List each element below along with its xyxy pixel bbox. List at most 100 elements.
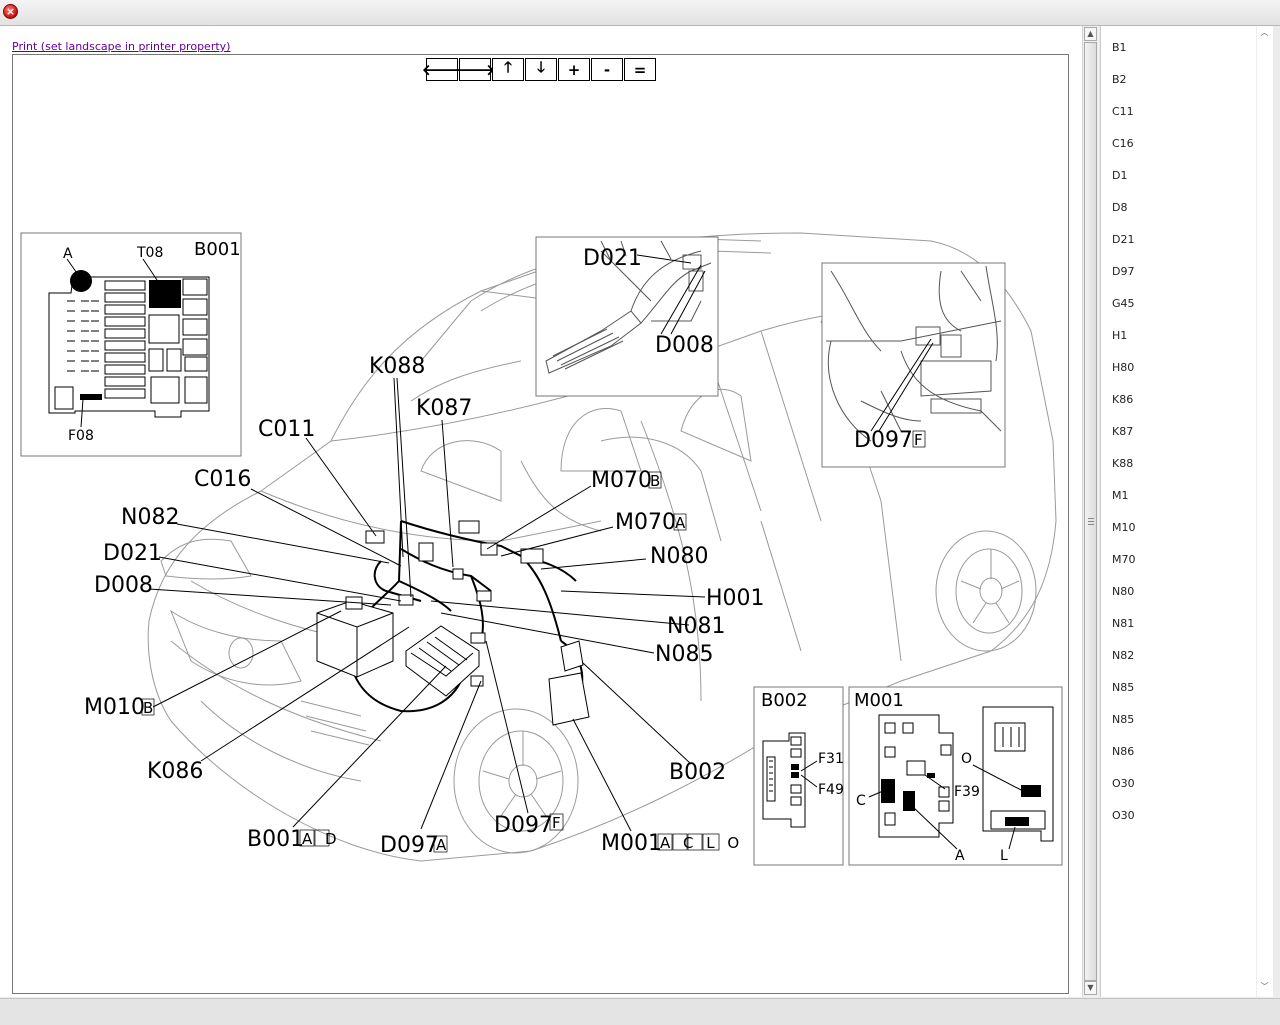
inset-m001-label-a: A [955,848,965,864]
connector-list-item[interactable]: M1 [1112,489,1129,502]
inset-b001-label-f08: F08 [68,428,94,444]
diagram-toolbar: 🡐🡒 🡑 🡓 +-= [422,58,656,81]
inset-m001-label-o: O [961,751,972,767]
arrow-down-icon: 🡓 [537,58,545,76]
callout-m001aclo-suffix: A C L O [660,834,743,852]
inset-b002-label-f31: F31 [818,751,844,767]
connector-list-item[interactable]: M10 [1112,521,1136,534]
pan-left-button[interactable]: 🡐 [422,58,462,81]
callout-d097a: D097 [380,833,439,858]
connector-list-item[interactable]: K86 [1112,393,1134,406]
connector-list-item[interactable]: G45 [1112,297,1135,310]
scroll-up-icon[interactable]: ▲ [1084,27,1097,41]
connector-list-item[interactable]: N80 [1112,585,1135,598]
connector-list-item[interactable]: D21 [1112,233,1135,246]
plus-icon: + [567,60,581,79]
inset-m001-label-l: L [1000,848,1008,864]
wiring-diagram: K088 K087 C011 C016 N082 D021 D008 M070 … [20,232,1063,866]
callout-m070a-suffix: A [675,514,686,532]
connector-list-item[interactable]: K88 [1112,457,1134,470]
callout-b001ad: B001 [247,827,304,852]
connector-list-item[interactable]: M70 [1112,553,1136,566]
arrow-up-icon: 🡑 [504,58,512,76]
callout-d097f: D097 [494,813,553,838]
callout-m070a: M070 [615,510,676,535]
inset-b001-label-a: A [63,246,73,262]
inset-label-d021: D021 [583,246,642,271]
connector-list-item[interactable]: N85 [1112,681,1135,694]
scroll-down-icon[interactable]: ▼ [1084,981,1097,995]
connector-list-item[interactable]: K87 [1112,425,1134,438]
connector-list-item[interactable]: O30 [1112,809,1135,822]
inset-label-d008: D008 [655,333,714,358]
side-scroll-up-icon[interactable]: ︿ [1260,28,1269,37]
callout-k086: K086 [147,759,203,784]
connector-list-item[interactable]: C11 [1112,105,1134,118]
inset-b001-title: B001 [194,239,241,260]
pan-right-button[interactable]: 🡒 [455,58,495,81]
connector-list-item[interactable]: N81 [1112,617,1135,630]
connector-list-item[interactable]: N82 [1112,649,1135,662]
inset-b001-label-t08: T08 [136,245,163,261]
main-scrollbar[interactable]: ▲ ▼ [1082,26,1099,997]
pan-up-button[interactable]: 🡑 [492,58,524,81]
callout-m010b-suffix: B [143,699,153,717]
callout-m070b-suffix: B [650,472,660,490]
inset-m001-label-f39: F39 [954,784,980,800]
side-scrollbar[interactable]: ︿ ﹀ [1256,26,1273,997]
callout-k088: K088 [369,354,425,379]
inset-d097-label: D097 [854,428,913,453]
callout-m070b: M070 [591,468,652,493]
inset-m001: M001 O C F39 A L [848,686,1063,866]
callout-m001aclo: M001 [601,831,662,856]
inset-b002: B002 F31 F49 [753,686,844,866]
close-icon: × [5,5,16,18]
zoom-out-button[interactable]: - [591,58,623,81]
connector-list-item[interactable]: H80 [1112,361,1135,374]
inset-b001: B001 A T08 F08 [20,232,242,457]
side-scroll-down-icon[interactable]: ﹀ [1260,982,1269,991]
scroll-thumb[interactable] [1084,42,1097,981]
connector-list-item[interactable]: H1 [1112,329,1128,342]
connector-list-item[interactable]: D8 [1112,201,1128,214]
callout-b001ad-suffix: A D [302,830,341,848]
inset-b002-label-f49: F49 [818,782,844,798]
connector-list-item[interactable]: D97 [1112,265,1135,278]
callout-n082: N082 [121,505,179,530]
close-window-button[interactable]: × [3,4,18,19]
arrow-right-icon: 🡒 [454,61,496,79]
inset-b002-title: B002 [761,690,808,711]
connector-list-item[interactable]: B1 [1112,41,1127,54]
callout-d097a-suffix: A [436,836,447,854]
wiring-diagram-frame: K088 K087 C011 C016 N082 D021 D008 M070 … [12,54,1069,994]
zoom-in-button[interactable]: + [558,58,590,81]
inset-d097: D097 F [821,262,1006,468]
print-link[interactable]: Print (set landscape in printer property… [12,40,231,53]
pan-down-button[interactable]: 🡓 [525,58,557,81]
callout-d097f-suffix: F [552,814,561,832]
callout-m010b: M010 [84,695,145,720]
connector-list-item[interactable]: O30 [1112,777,1135,790]
car-outline [147,232,1057,862]
arrow-left-icon: 🡐 [421,61,463,79]
callout-b002: B002 [669,760,726,785]
connector-list-item[interactable]: D1 [1112,169,1128,182]
connector-list-item[interactable]: N85 [1112,713,1135,726]
callout-n085: N085 [655,642,713,667]
reset-zoom-button[interactable]: = [624,58,656,81]
callout-n080: N080 [650,544,708,569]
connector-list-item[interactable]: N86 [1112,745,1135,758]
callout-d021: D021 [103,541,162,566]
equals-icon: = [633,60,647,79]
callout-k087: K087 [416,396,472,421]
callout-c016: C016 [194,467,251,492]
connector-list-item[interactable]: B2 [1112,73,1127,86]
callout-c011: C011 [258,417,315,442]
inset-d021-d008: D021 D008 [535,236,719,397]
harness-main [400,520,562,642]
callout-h001: H001 [706,586,765,611]
connector-list-item[interactable]: C16 [1112,137,1134,150]
inset-m001-title: M001 [854,690,904,711]
status-bar [0,998,1280,1025]
